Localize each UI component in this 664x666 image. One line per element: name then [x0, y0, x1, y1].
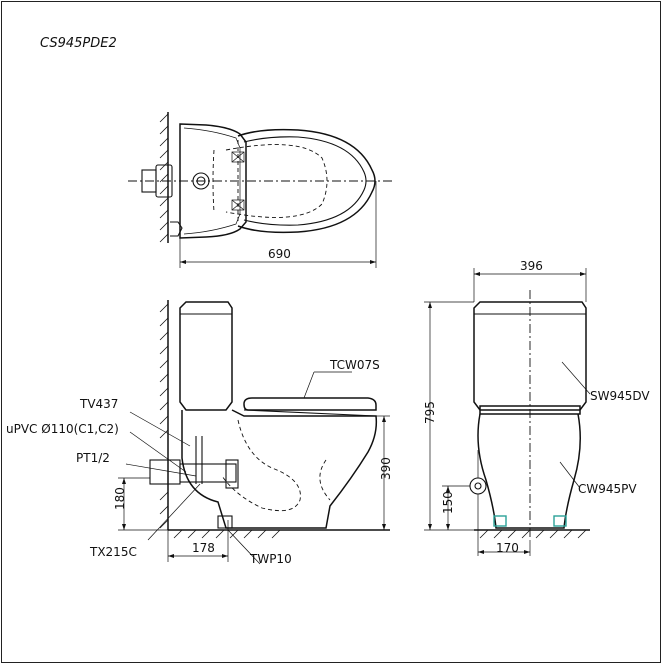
- dim-length-label: 690: [268, 247, 291, 261]
- callout-seat: TCW07S: [329, 358, 380, 372]
- model-code: CS945PDE2: [40, 36, 117, 51]
- side-view: 390 180 178: [113, 300, 393, 565]
- callout-tank-part: TV437: [79, 397, 118, 411]
- dim-height-label: 795: [423, 401, 437, 424]
- side-wall-hatch: [159, 303, 169, 529]
- front-floor-hatch: [479, 529, 587, 539]
- dim-front-width-label: 170: [496, 541, 519, 555]
- top-bolts: [231, 140, 245, 222]
- dim-tank-width-label: 396: [520, 259, 543, 273]
- front-view: 396 795 150 170: [423, 259, 591, 556]
- dim-inlet-height-label: 150: [441, 491, 455, 514]
- top-wall-hatch: [159, 113, 169, 243]
- callout-fitting: TX215C: [89, 545, 137, 559]
- dim-rough-in-label: 178: [192, 541, 215, 555]
- left-bolt-cap-icon: [493, 515, 507, 527]
- dim-outlet-height-label: 180: [113, 487, 127, 510]
- right-bolt-cap-icon: [553, 515, 567, 527]
- callout-bowl: CW945PV: [578, 482, 637, 496]
- callout-water-valve: PT1/2: [76, 451, 110, 465]
- callout-tank: SW945DV: [590, 389, 650, 403]
- top-view: 690: [128, 112, 392, 268]
- callout-pipe: uPVC Ø110(C1,C2): [6, 422, 119, 436]
- side-floor-hatch: [173, 529, 281, 539]
- callout-flange: TWP10: [249, 552, 292, 566]
- dim-seat-height-label: 390: [379, 457, 393, 480]
